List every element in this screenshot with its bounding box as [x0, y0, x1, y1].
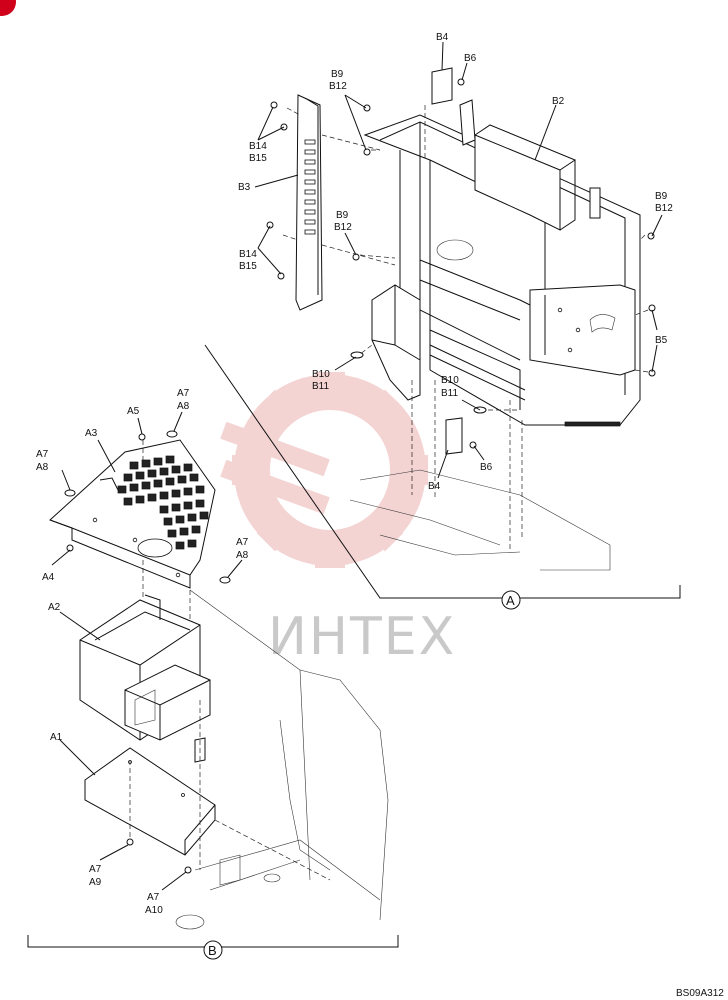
- assembly-b: [27, 411, 399, 948]
- label-a3: A3: [85, 428, 98, 439]
- label-b9-top: B9: [331, 69, 344, 80]
- label-a2: A2: [48, 602, 61, 613]
- label-a7-b: A7: [36, 449, 49, 460]
- label-b9-mid: B9: [336, 210, 349, 221]
- label-a10: A10: [145, 905, 163, 916]
- label-b3: B3: [238, 182, 251, 193]
- label-b12-right: B12: [655, 203, 673, 214]
- label-b10-b: B10: [441, 375, 459, 386]
- label-b14-a: B14: [249, 141, 267, 152]
- label-b2: B2: [552, 96, 565, 107]
- label-a8-b: A8: [36, 462, 49, 473]
- detail-marker-a-label: A: [506, 593, 515, 608]
- label-b6-top: B6: [464, 53, 477, 64]
- b3-slots: [304, 139, 316, 235]
- label-b4-top: B4: [436, 32, 449, 43]
- label-b4-bottom: B4: [428, 481, 441, 492]
- label-b14-b: B14: [239, 249, 257, 260]
- watermark-text: ИНТЕХ: [268, 607, 456, 667]
- a3-grid: [117, 455, 209, 550]
- label-b10-a: B10: [312, 369, 330, 380]
- label-b11-b: B11: [441, 388, 458, 399]
- label-b12-top: B12: [329, 81, 347, 92]
- corner-mark: [0, 0, 16, 16]
- assembly-a: [204, 41, 681, 599]
- label-a8-a: A8: [177, 401, 190, 412]
- label-a7-d: A7: [89, 864, 102, 875]
- label-a8-c: A8: [236, 550, 249, 561]
- label-b5: B5: [655, 335, 668, 346]
- detail-marker-a: A: [501, 590, 521, 610]
- drawing-code: BS09A312: [676, 988, 724, 999]
- label-a1: A1: [50, 732, 63, 743]
- label-b12-mid: B12: [334, 222, 352, 233]
- detail-marker-b: B: [203, 940, 223, 960]
- label-b15-b: B15: [239, 261, 257, 272]
- watermark-logo: [220, 372, 428, 568]
- label-b9-right: B9: [655, 191, 668, 202]
- detail-marker-b-label: B: [208, 943, 217, 958]
- label-a7-c: A7: [236, 537, 249, 548]
- label-a7-a: A7: [177, 388, 190, 399]
- part-labels: B4 B6 B9 B12 B2 B14 B15 B3 B9 B12 B9 B12…: [36, 32, 673, 916]
- label-a4: A4: [42, 572, 55, 583]
- label-b15-a: B15: [249, 153, 267, 164]
- label-a7-e: A7: [147, 892, 160, 903]
- label-a5: A5: [127, 406, 140, 417]
- label-a9: A9: [89, 877, 102, 888]
- label-b6-bottom: B6: [480, 462, 493, 473]
- label-b11-a: B11: [312, 381, 329, 392]
